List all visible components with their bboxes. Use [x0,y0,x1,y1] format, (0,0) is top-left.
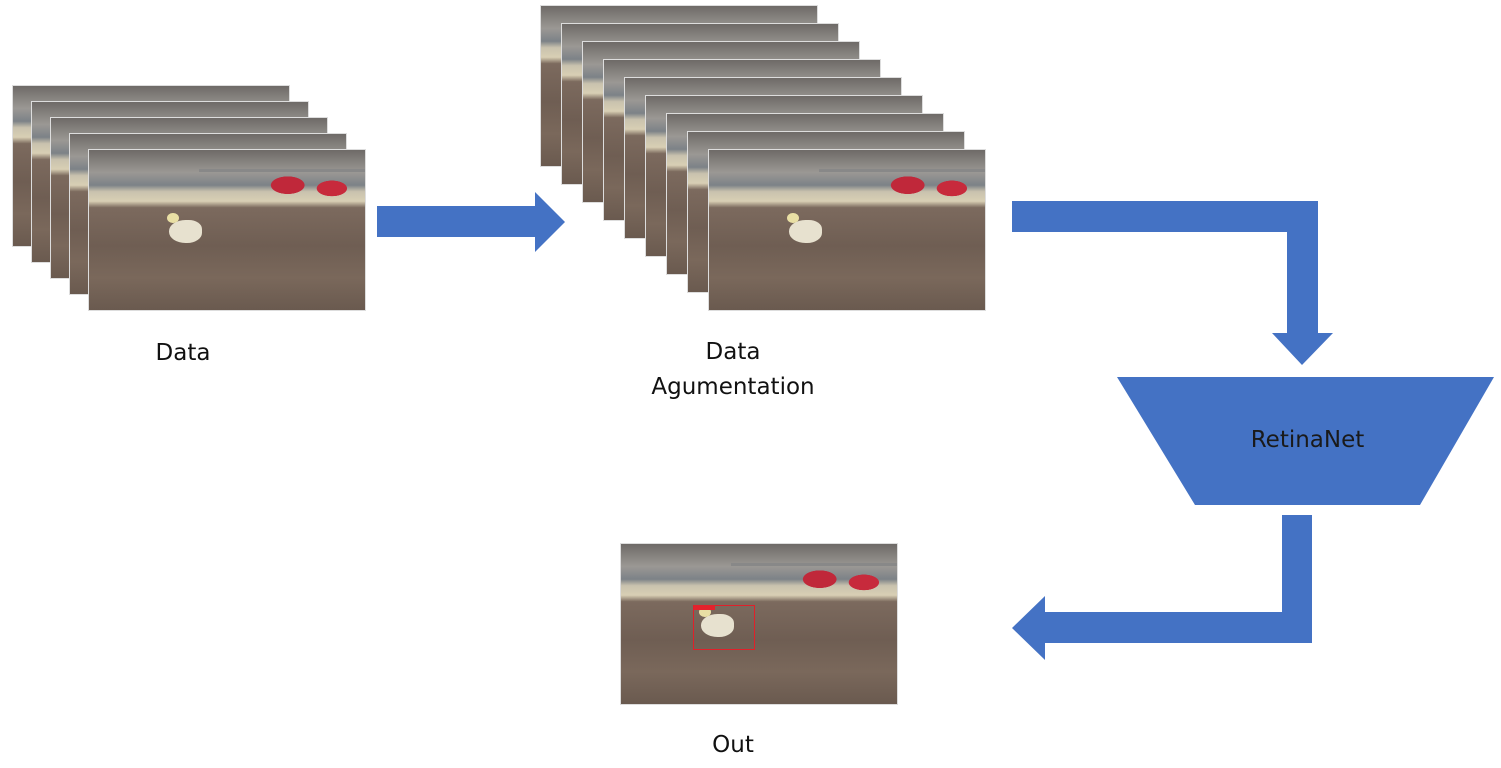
augmentation-label-line1: Data [705,339,761,365]
retinanet-label: RetinaNet [1250,427,1365,453]
image-frame [708,149,986,311]
out-label: Out [712,732,754,758]
arrow-augmentation-to-retinanet [1012,201,1333,365]
detection-bounding-box [692,604,756,650]
arrow-data-to-augmentation [377,192,565,252]
retinanet-block [1117,377,1494,505]
augmentation-label-line2: Agumentation [651,374,815,400]
output-image [620,543,898,705]
arrow-retinanet-to-out [1012,515,1312,660]
image-frame [88,149,366,311]
data-label: Data [155,340,211,366]
